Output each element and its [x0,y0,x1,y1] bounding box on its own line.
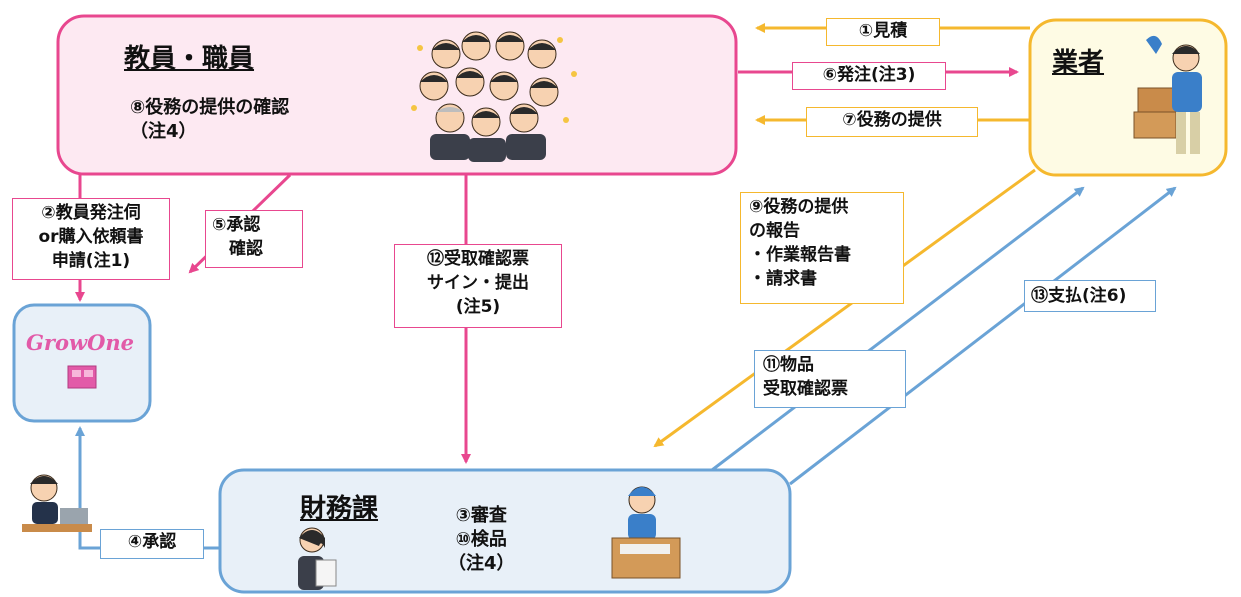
label-estimate: ①見積 [826,18,940,46]
faculty-title: 教員・職員 [124,44,255,74]
finance-clerk-illustration [298,527,337,590]
growone-box [12,303,152,423]
label-payment: ⑬支払(注6) [1024,280,1156,312]
faculty-group-illustration [411,31,577,162]
edge-payment-arrow [789,186,1177,486]
edge-goods-arrow [711,186,1085,472]
finance-subtitle: ③審査 ⑩検品 （注4） [448,505,515,574]
vendor-worker-illustration [1133,35,1202,154]
faculty-subtitle: ⑧役務の提供の確認 （注4） [130,97,290,142]
inspection-worker-illustration [611,486,681,579]
finance-title: 財務課 [300,494,379,524]
vendor-title: 業者 [1052,48,1105,78]
label-report: ⑨役務の提供 の報告 ・作業報告書 ・請求書 [740,192,904,304]
faculty-box [56,14,738,176]
admin-desk-illustration [22,474,92,532]
label-approve-confirm: ⑤承認 確認 [205,210,303,268]
label-goods-receipt: ⑪物品 受取確認票 [754,350,906,408]
growone-logo: GrowOne [26,330,135,355]
label-receipt: ⑫受取確認票 サイン・提出 (注5) [394,244,562,328]
growone-cube-icon [67,365,97,389]
label-order: ⑥発注(注3) [792,62,946,90]
label-service: ⑦役務の提供 [806,107,978,137]
label-request: ②教員発注伺 or購入依頼書 申請(注1) [12,198,170,280]
label-system-approve: ④承認 [100,529,204,559]
edge-report-arrow [653,168,1036,448]
